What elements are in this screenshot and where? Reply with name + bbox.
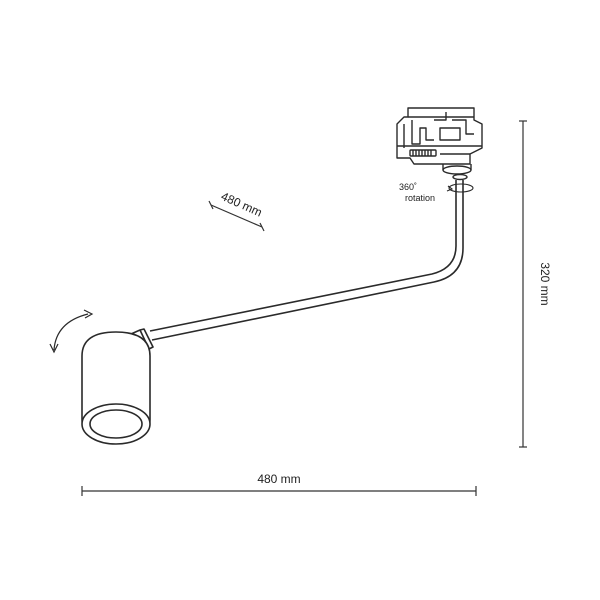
height-dimension-line (519, 120, 527, 448)
width-label: 480 mm (257, 472, 300, 486)
rotation-label: rotation (405, 193, 435, 203)
width-dimension-line (81, 486, 477, 496)
arm-dimension-line (208, 200, 265, 232)
arm-length-label: 480 mm (219, 189, 264, 219)
rotation-degrees: 360˚ (399, 182, 417, 192)
height-label: 320 mm (538, 262, 552, 305)
mounting-arm (149, 180, 464, 341)
track-adapter (396, 107, 483, 181)
adapter-rotation-arrow (446, 183, 474, 193)
lamp-head (81, 331, 151, 445)
tilt-rotation-arrow (49, 309, 94, 354)
